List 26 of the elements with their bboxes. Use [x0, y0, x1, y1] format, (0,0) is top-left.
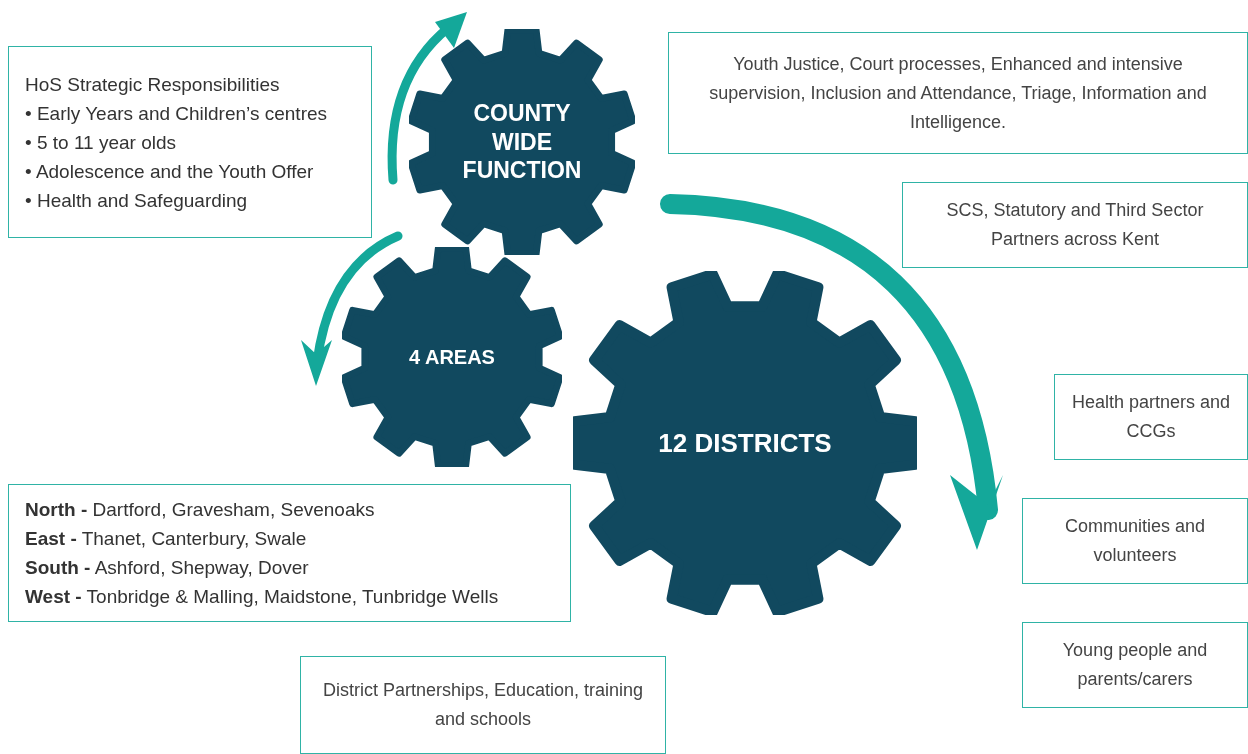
gear-label: COUNTY WIDE FUNCTION [461, 98, 583, 186]
box-text: Youth Justice, Court processes, Enhanced and intensive supervision, Inclusion and Attendance, Triage, Information and Intelligence. [708, 52, 1208, 134]
box-heading: HoS Strategic Responsibilities [25, 72, 281, 97]
text-box [8, 46, 372, 238]
text-box [1022, 498, 1248, 584]
bullet-item: • Adolescence and the Youth Offer [25, 159, 315, 184]
text-box [300, 656, 666, 754]
area-list-line: North - Dartford, Gravesham, Sevenoaks [25, 498, 376, 522]
box-text: SCS, Statutory and Third Sector Partners across Kent [945, 199, 1205, 251]
text-box [902, 182, 1248, 268]
bullet-item: • Early Years and Children’s centres [25, 101, 329, 126]
area-list-line: West - Tonbridge & Malling, Maidstone, Tunbridge Wells [25, 585, 500, 609]
box-text: Young people and parents/carers [1061, 639, 1209, 691]
text-box [1054, 374, 1248, 460]
gear-label: 12 DISTRICTS [658, 426, 832, 460]
box-text: Communities and volunteers [1063, 515, 1207, 567]
box-text: Health partners and CCGs [1071, 391, 1231, 443]
area-list-line: East - Thanet, Canterbury, Swale [25, 527, 308, 551]
area-list-line: South - Ashford, Shepway, Dover [25, 556, 310, 580]
text-box [1022, 622, 1248, 708]
box-text: District Partnerships, Education, training and schools [321, 679, 645, 731]
gear-label: 4 AREAS [409, 344, 495, 370]
text-box [8, 484, 571, 622]
bullet-item: • 5 to 11 year olds [25, 130, 177, 155]
bullet-item: • Health and Safeguarding [25, 188, 249, 213]
text-box [668, 32, 1248, 154]
